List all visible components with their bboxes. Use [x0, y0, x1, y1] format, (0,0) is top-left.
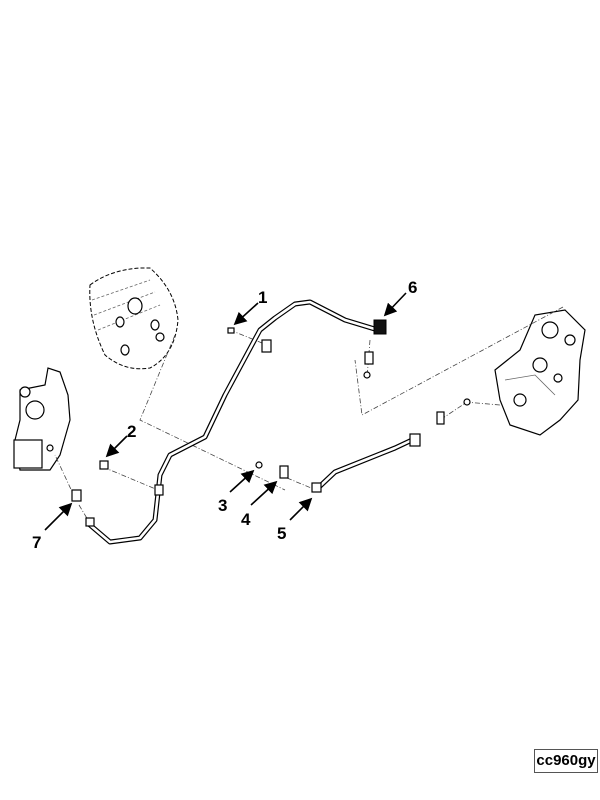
- engine-block-inset: [89, 267, 179, 370]
- air-compressor: [494, 309, 586, 436]
- callout-1: 1: [258, 288, 267, 307]
- callout-4: 4: [241, 510, 251, 529]
- fittings: [71, 319, 471, 527]
- callout-7: 7: [32, 533, 41, 552]
- mounting-bracket: [13, 367, 71, 471]
- callout-6: 6: [408, 278, 417, 297]
- callout-3: 3: [218, 496, 227, 515]
- callout-5: 5: [277, 524, 286, 543]
- figure-code: cc960gy: [534, 749, 598, 773]
- callout-2: 2: [127, 422, 136, 441]
